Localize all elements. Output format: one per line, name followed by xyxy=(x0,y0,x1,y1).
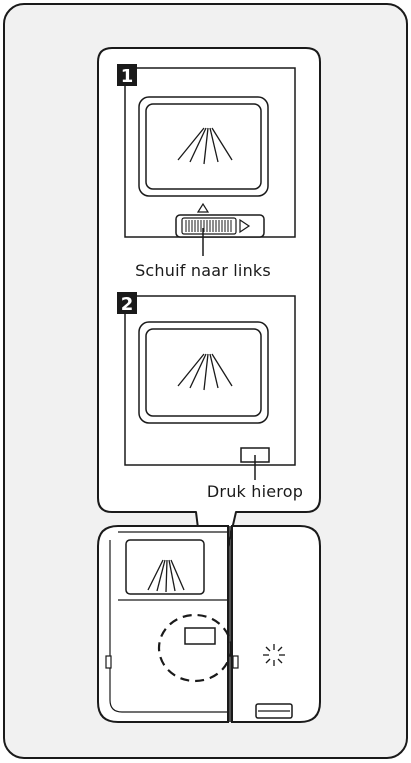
step-1-caption: Schuif naar links xyxy=(135,261,271,280)
step-2-number: 2 xyxy=(121,294,134,315)
dispenser-window xyxy=(125,539,205,595)
step-2-panel: 2 Druk hierop xyxy=(117,292,303,501)
step-1-latch-arrow-icon xyxy=(239,218,251,234)
step-1-compartment-inner xyxy=(145,103,262,190)
rinse-aid-sparkle-icon xyxy=(263,644,285,666)
step-2-compartment-inner xyxy=(145,328,262,417)
step-2-spray-icon xyxy=(177,353,233,391)
dispenser-left-tab xyxy=(105,655,112,669)
step-1-panel: 1 xyxy=(117,64,296,280)
dispenser-unit xyxy=(97,525,321,723)
step-2-caption: Druk hierop xyxy=(207,482,303,501)
dispenser-highlight-circle xyxy=(157,613,233,683)
step-1-number: 1 xyxy=(121,66,134,87)
dispenser-right-tab xyxy=(232,655,239,669)
dispenser-push-button xyxy=(184,627,216,645)
dispenser-right-body xyxy=(231,525,321,723)
step-1-triangle-marker-icon xyxy=(196,202,210,213)
step-1-latch-grip-lines xyxy=(185,220,232,232)
dispenser-spray-icon xyxy=(147,559,185,593)
step-1-number-badge xyxy=(117,64,137,86)
dispenser-lid-outline xyxy=(109,531,228,713)
step-1-spray-icon xyxy=(177,127,233,165)
step-2-number-badge xyxy=(117,292,137,314)
